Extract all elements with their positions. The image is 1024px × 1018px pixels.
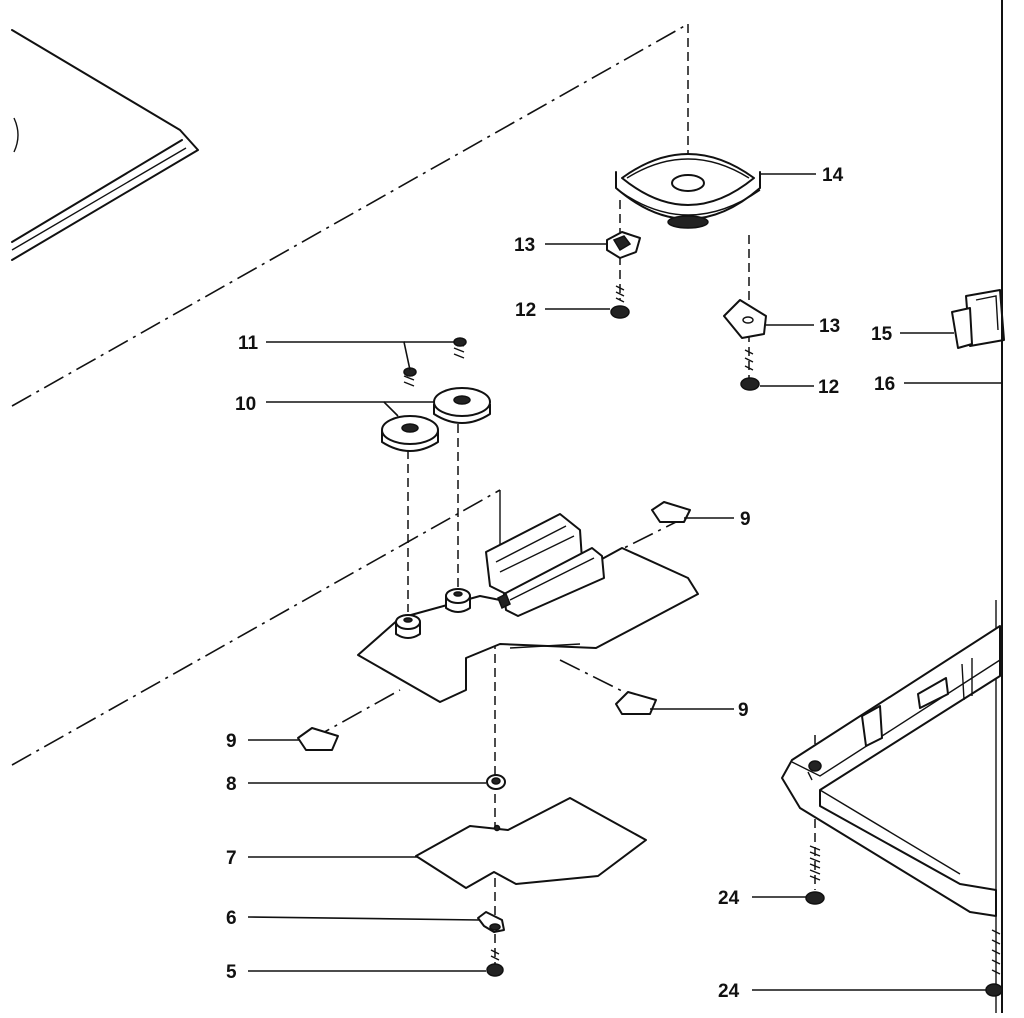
screw-part-5 xyxy=(486,949,504,977)
callout-9-b: 9 xyxy=(738,700,749,721)
screw-part-12-b xyxy=(740,349,760,391)
screw-part-12-a xyxy=(610,285,630,319)
main-circuit-board xyxy=(357,513,699,703)
bracket-part-13-a xyxy=(606,231,641,259)
callout-12-b: 12 xyxy=(818,377,839,398)
ground-lug-part-6 xyxy=(477,911,505,933)
leader-11 xyxy=(266,341,411,371)
callout-8: 8 xyxy=(226,774,237,795)
leader-6 xyxy=(247,916,481,921)
callout-14: 14 xyxy=(822,165,844,186)
housing-top-panel xyxy=(11,29,199,261)
screw-part-24-b xyxy=(985,929,1003,997)
connector-part-15 xyxy=(951,289,1005,349)
callout-7: 7 xyxy=(226,848,237,869)
bracket-part-13-b xyxy=(723,299,767,339)
screw-part-24-a xyxy=(805,845,825,905)
callout-9-c: 9 xyxy=(226,731,237,752)
nut-part-8 xyxy=(486,774,506,790)
callout-24-a: 24 xyxy=(718,888,740,909)
callout-13-a: 13 xyxy=(514,235,535,256)
foam-pad-part-9-c xyxy=(297,727,339,751)
callout-6: 6 xyxy=(226,908,237,929)
callout-12-a: 12 xyxy=(515,300,536,321)
callout-10: 10 xyxy=(235,394,256,415)
callout-5: 5 xyxy=(226,962,237,983)
callout-24-b: 24 xyxy=(718,981,740,1002)
cut-line-upper xyxy=(11,23,689,407)
leader-10 xyxy=(266,401,399,417)
speaker-part-14 xyxy=(615,153,761,229)
cut-line-lower xyxy=(11,489,501,766)
screws-part-11 xyxy=(403,337,467,387)
bottom-case xyxy=(781,625,1001,917)
foam-pad-part-9-b xyxy=(615,691,657,715)
insulator-sheet-part-7 xyxy=(415,797,647,889)
callout-9-a: 9 xyxy=(740,509,751,530)
foam-pad-part-9-a xyxy=(651,501,691,523)
callout-11: 11 xyxy=(238,333,259,354)
callout-13-b: 13 xyxy=(819,316,840,337)
callout-16: 16 xyxy=(874,374,895,395)
washers-part-10 xyxy=(381,387,491,452)
callout-15: 15 xyxy=(871,324,893,345)
